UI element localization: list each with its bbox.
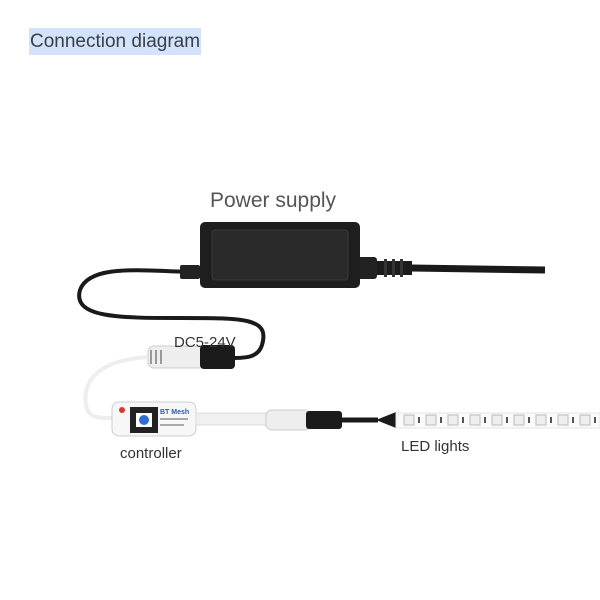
cable-strain-relief xyxy=(180,265,200,279)
led-chip xyxy=(535,414,547,426)
voltage-label: DC5-24V xyxy=(174,334,236,351)
resistor xyxy=(528,417,530,423)
led-chip xyxy=(403,414,415,426)
ac-cord xyxy=(355,257,546,279)
controller-label: controller xyxy=(120,445,182,462)
controller-device: BT Mesh xyxy=(111,401,197,437)
led-chip xyxy=(469,414,481,426)
resistor xyxy=(550,417,552,423)
led-chip xyxy=(491,414,503,426)
led-strip xyxy=(395,412,600,429)
led-chip xyxy=(447,414,459,426)
led-chip xyxy=(557,414,569,426)
resistor xyxy=(462,417,464,423)
output-cable xyxy=(195,409,396,431)
resistor xyxy=(572,417,574,423)
led-chip xyxy=(513,414,525,426)
dc-cable xyxy=(77,268,266,360)
resistor xyxy=(484,417,486,423)
power-supply xyxy=(200,222,360,288)
power-supply-label: Power supply xyxy=(210,189,337,212)
resistor xyxy=(418,417,420,423)
resistor xyxy=(594,417,596,423)
controller-brand: BT Mesh xyxy=(160,409,189,416)
resistor xyxy=(440,417,442,423)
resistor xyxy=(506,417,508,423)
led-lights-label: LED lights xyxy=(401,438,470,455)
led-chip xyxy=(579,414,591,426)
led-chip xyxy=(425,414,437,426)
section-title: Connection diagram xyxy=(29,28,202,55)
